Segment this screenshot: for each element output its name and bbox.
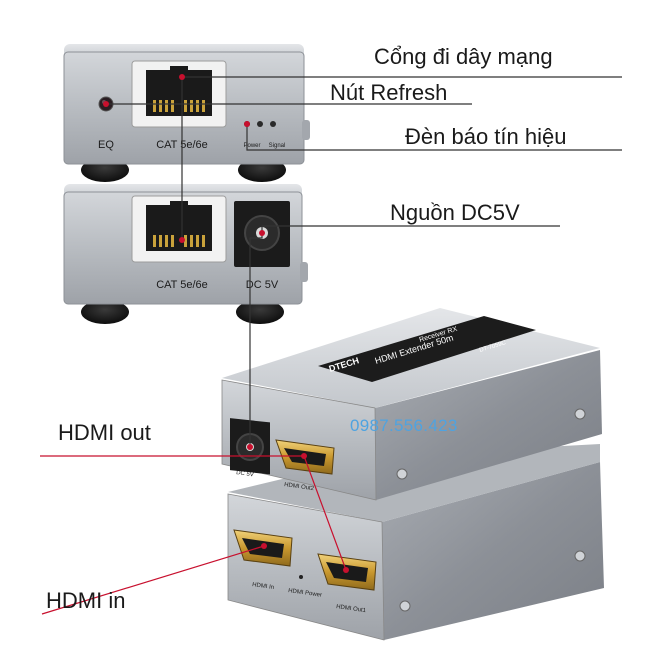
hdmi-power-label: HDMI Power <box>288 588 323 599</box>
side-screw <box>300 262 308 282</box>
label-plate <box>318 316 536 382</box>
callout-hdmi-out: HDMI out <box>58 420 151 445</box>
callout-signal-led: Đèn báo tín hiệu <box>405 124 567 149</box>
hdmi-power-led <box>299 575 303 579</box>
dc-label-middle: DC 5V <box>246 279 279 291</box>
lower-unit-face <box>227 493 385 641</box>
cat-label-middle: CAT 5e/6e <box>156 279 208 291</box>
screw <box>574 550 586 562</box>
rj45-port-top-clip <box>170 66 188 74</box>
stacked-devices: HDMI In HDMI Power HDMI Out1 DTECH HDMI … <box>221 308 604 641</box>
callout-refresh-button: Nút Refresh <box>330 80 448 105</box>
signal-led-2 <box>270 121 276 127</box>
side-screw <box>302 120 310 140</box>
callout-lines <box>40 74 622 615</box>
rj45-pins-top <box>153 100 205 112</box>
middle-device: CAT 5e/6e DC 5V <box>63 184 308 324</box>
rj45-port-middle-clip <box>170 201 188 209</box>
upper-unit-side <box>375 350 602 500</box>
power-label: Power <box>243 143 260 149</box>
dc-label-stack: DC 5V <box>236 470 254 478</box>
callout-power-dc: Nguồn DC5V <box>390 200 520 225</box>
eq-label: EQ <box>98 139 114 151</box>
rj45-pins-middle <box>153 235 205 247</box>
signal-led <box>257 121 263 127</box>
line-signal-led <box>246 124 622 151</box>
lower-unit-side <box>382 462 604 640</box>
top-device: EQ CAT 5e/6e Power Signal <box>63 44 310 182</box>
signal-label: Signal <box>269 143 286 149</box>
rj45-port-middle-inner <box>146 205 212 251</box>
callout-hdmi-in: HDMI in <box>46 588 126 613</box>
phone-watermark: 0987.556.423 <box>350 416 458 435</box>
screw <box>574 408 586 420</box>
line-hdmi-in <box>41 545 265 615</box>
screw <box>396 468 408 480</box>
hdmi-in-label: HDMI In <box>252 582 275 591</box>
hdmi-out2-label: HDMI Out2 <box>284 482 315 492</box>
screw <box>399 600 411 612</box>
foot <box>236 300 284 324</box>
line-power <box>249 225 560 447</box>
callout-network-port: Cổng đi dây mạng <box>374 44 553 69</box>
foot <box>81 300 129 324</box>
hdmi-out1-label: HDMI Out1 <box>336 604 367 614</box>
rj45-port-top-inner <box>146 70 212 116</box>
